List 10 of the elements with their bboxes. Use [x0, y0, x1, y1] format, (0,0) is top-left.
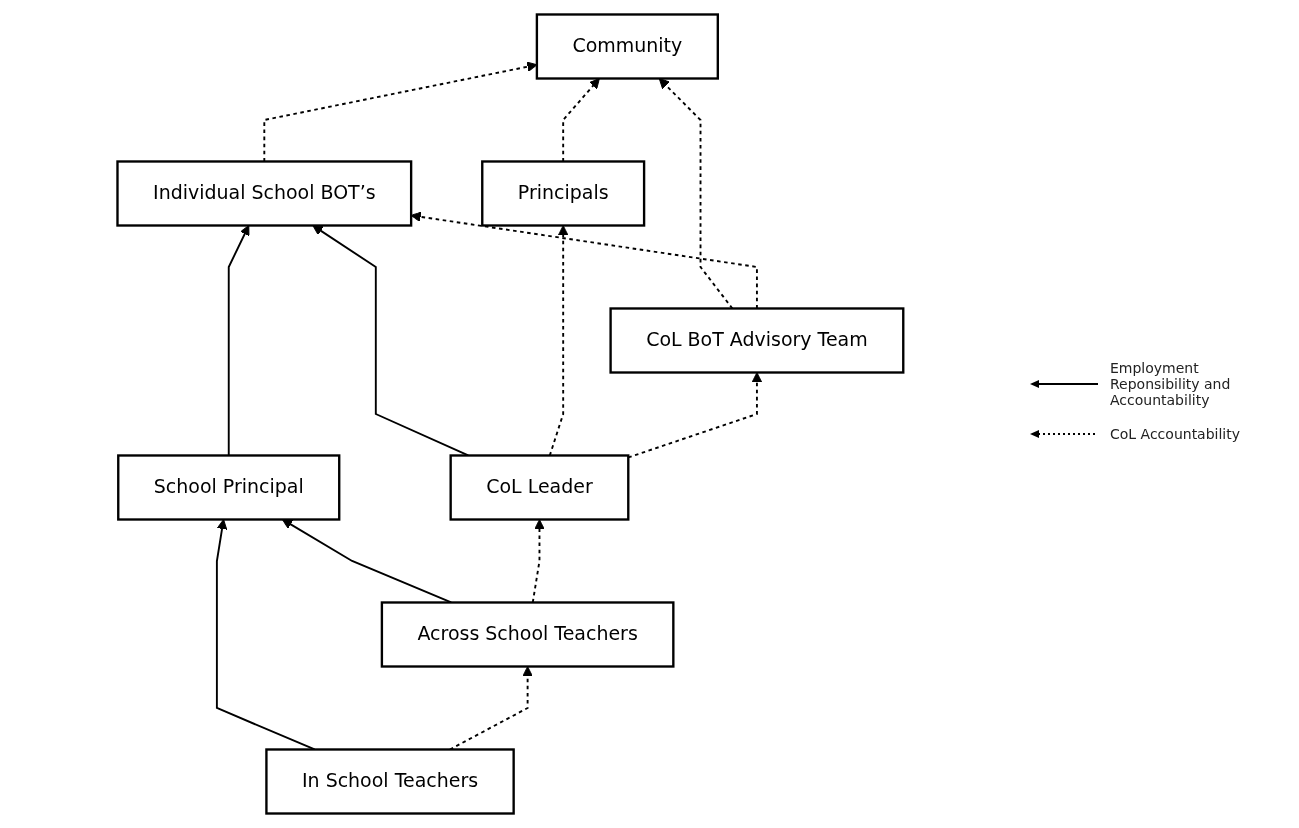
node-box: Individual School BOT’s [115, 160, 412, 227]
node-box: In School Teachers [264, 748, 515, 815]
node-box: Community [535, 13, 719, 80]
node-box: School Principal [116, 454, 341, 521]
node-box: CoL BoT Advisory Team [609, 307, 905, 374]
node-box: Across School Teachers [380, 601, 675, 668]
node-box: Principals [480, 160, 645, 227]
legend-text: Employment Reponsibility and Accountability [1110, 360, 1232, 408]
node-box: CoL Leader [449, 454, 630, 521]
legend-text: CoL Accountability [1110, 426, 1241, 442]
